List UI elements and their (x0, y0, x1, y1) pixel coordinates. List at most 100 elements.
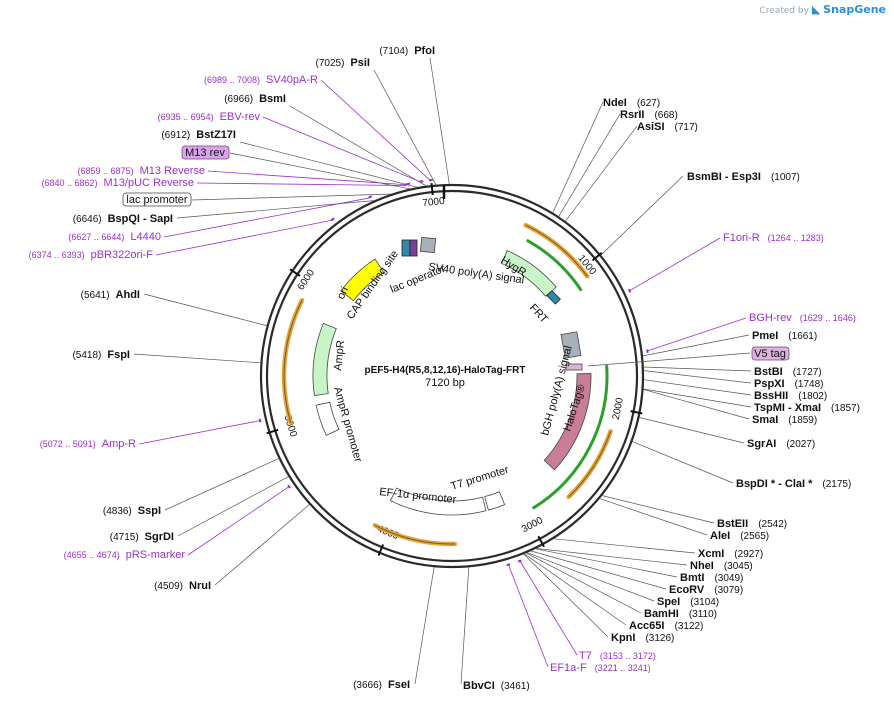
site-leader-8 (177, 476, 289, 537)
backbone-outer-ring (259, 183, 645, 569)
site-leader-0 (429, 57, 450, 185)
site-leader-13 (558, 113, 621, 217)
primer-bind-11 (506, 563, 511, 567)
site-KpnI: KpnI(3126) (611, 632, 674, 644)
site-leader-12 (552, 101, 604, 213)
site-EcoRV: EcoRV(3079) (669, 584, 743, 596)
site-PsiI: (7025)PsiI (316, 57, 370, 69)
site-leader-33 (523, 553, 609, 638)
plasmid-size: 7120 bp (425, 377, 465, 389)
site-SgrAI: SgrAI(2027) (747, 438, 815, 450)
primer-bind-7 (287, 484, 291, 489)
tick-mark-2000 (630, 410, 643, 415)
credit-text: Created by ◣ SnapGene (759, 3, 886, 16)
box-leader-1 (191, 193, 391, 201)
feature-arrow-halotag (543, 373, 592, 471)
orange-arc-hygr-core (525, 224, 588, 277)
site-leader-20 (643, 388, 752, 408)
primer-Amp-R: (5072 .. 5091)Amp-R (40, 438, 136, 450)
feature-label-ampr: AmpR (332, 340, 347, 372)
site-PmeI: PmeI(1661) (752, 330, 817, 342)
site-BsmI: (6966)BsmI (224, 93, 286, 105)
plasmid-name: pEF5-H4(R5,8,12,16)-HaloTag-FRT (365, 365, 526, 376)
box-leader-0 (229, 152, 410, 190)
primer-pRS-marker: (4655 .. 4674)pRS-marker (64, 549, 186, 561)
primer-leader-1 (262, 116, 422, 183)
sv40-box (419, 236, 437, 254)
green-arc-halotag (531, 364, 609, 510)
primer-leader-11 (507, 563, 549, 668)
site-BsmBI: BsmBI - Esp3I(1007) (687, 171, 800, 183)
primer-bind-3 (403, 183, 408, 186)
primer-leader-4 (163, 197, 371, 238)
primer-leader-7 (187, 485, 291, 556)
tick-mark-3000 (537, 535, 545, 548)
tick-mark-6000 (289, 268, 301, 277)
site-PfoI: (7104)PfoI (379, 45, 435, 57)
feature-arrow-ef1a (389, 487, 487, 516)
green-arc-hygr (525, 238, 583, 292)
primer-leader-9 (646, 317, 747, 352)
site-leader-6 (133, 353, 261, 364)
site-leader-22 (639, 417, 745, 444)
site-leader-14 (565, 125, 638, 222)
site-leader-25 (599, 498, 708, 536)
feature-arrow-t7 (484, 491, 506, 511)
backbone-inner-ring (265, 189, 639, 563)
site-leader-18 (643, 370, 752, 384)
primer-bind-4 (368, 195, 373, 199)
v5-tag-mark (565, 363, 583, 371)
snapgene-logo: ◣ (811, 3, 821, 16)
site-leader-30 (527, 552, 655, 602)
site-leader-19 (643, 379, 752, 396)
lac-operator-box (409, 239, 418, 257)
site-leader-32 (524, 553, 627, 626)
tick-mark-5000 (266, 428, 279, 435)
site-leader-1 (373, 69, 437, 185)
site-leader-9 (214, 504, 310, 586)
primer-leader-8 (628, 237, 721, 292)
tick-label-2000: 2000 (611, 396, 626, 420)
site-AleI: AleI(2565) (710, 530, 769, 542)
primer-pBR322ori-F: (6374 .. 6393)pBR322ori-F (29, 249, 154, 261)
lac-promoter-label: lac promoter (126, 194, 187, 206)
site-PspXI: PspXI(1748) (754, 378, 823, 390)
site-leader-21 (643, 389, 750, 420)
site-XcmI: XcmI(2927) (698, 548, 763, 560)
m13-rev-box (181, 145, 230, 160)
site-BspQI: (6646)BspQI - SapI (73, 213, 173, 225)
site-leader-3 (239, 141, 418, 188)
feature-arrow-ori (340, 258, 385, 302)
tick-label-7000: 7000 (422, 196, 446, 209)
leader-lines (133, 57, 752, 685)
primer-bind-1 (419, 180, 424, 183)
v5-tag-label: V5 tag (754, 348, 786, 360)
primer-leader-5 (155, 219, 334, 256)
site-BbvCI: BbvCI(3461) (463, 680, 530, 692)
primer-bind-8 (627, 288, 632, 293)
site-RsrII: RsrII(668) (620, 109, 678, 121)
site-leader-17 (643, 366, 752, 372)
primer-leader-3 (196, 182, 406, 186)
site-leader-10 (414, 567, 435, 685)
site-NdeI: NdeI(627) (603, 97, 660, 109)
site-leader-4 (176, 200, 375, 219)
primer-bind-6 (258, 418, 262, 423)
tick-mark-4000 (377, 544, 385, 556)
site-Acc65I: Acc65I(3122) (629, 620, 703, 632)
tick-label-3000: 3000 (520, 515, 545, 535)
site-leader-28 (535, 548, 678, 578)
site-SgrDI: (4715)SgrDI (110, 531, 174, 543)
site-BmtI: BmtI(3049) (680, 572, 743, 584)
orange-arc-ampr-core (283, 300, 303, 423)
primer-SV40pA-R: (6989 .. 7008)SV40pA-R (204, 74, 318, 86)
site-BamHI: BamHI(3110) (644, 608, 717, 620)
site-leader-31 (526, 552, 642, 614)
site-AhdI: (5641)AhdI (81, 289, 140, 301)
primer-bind-5 (330, 217, 335, 222)
site-BssHII: BssHII(1802) (754, 390, 827, 402)
site-leader-7 (164, 458, 279, 511)
tick-mark-7000 (430, 182, 434, 196)
primer-M13-pUC-Reverse: (6840 .. 6862)M13/pUC Reverse (41, 177, 194, 189)
